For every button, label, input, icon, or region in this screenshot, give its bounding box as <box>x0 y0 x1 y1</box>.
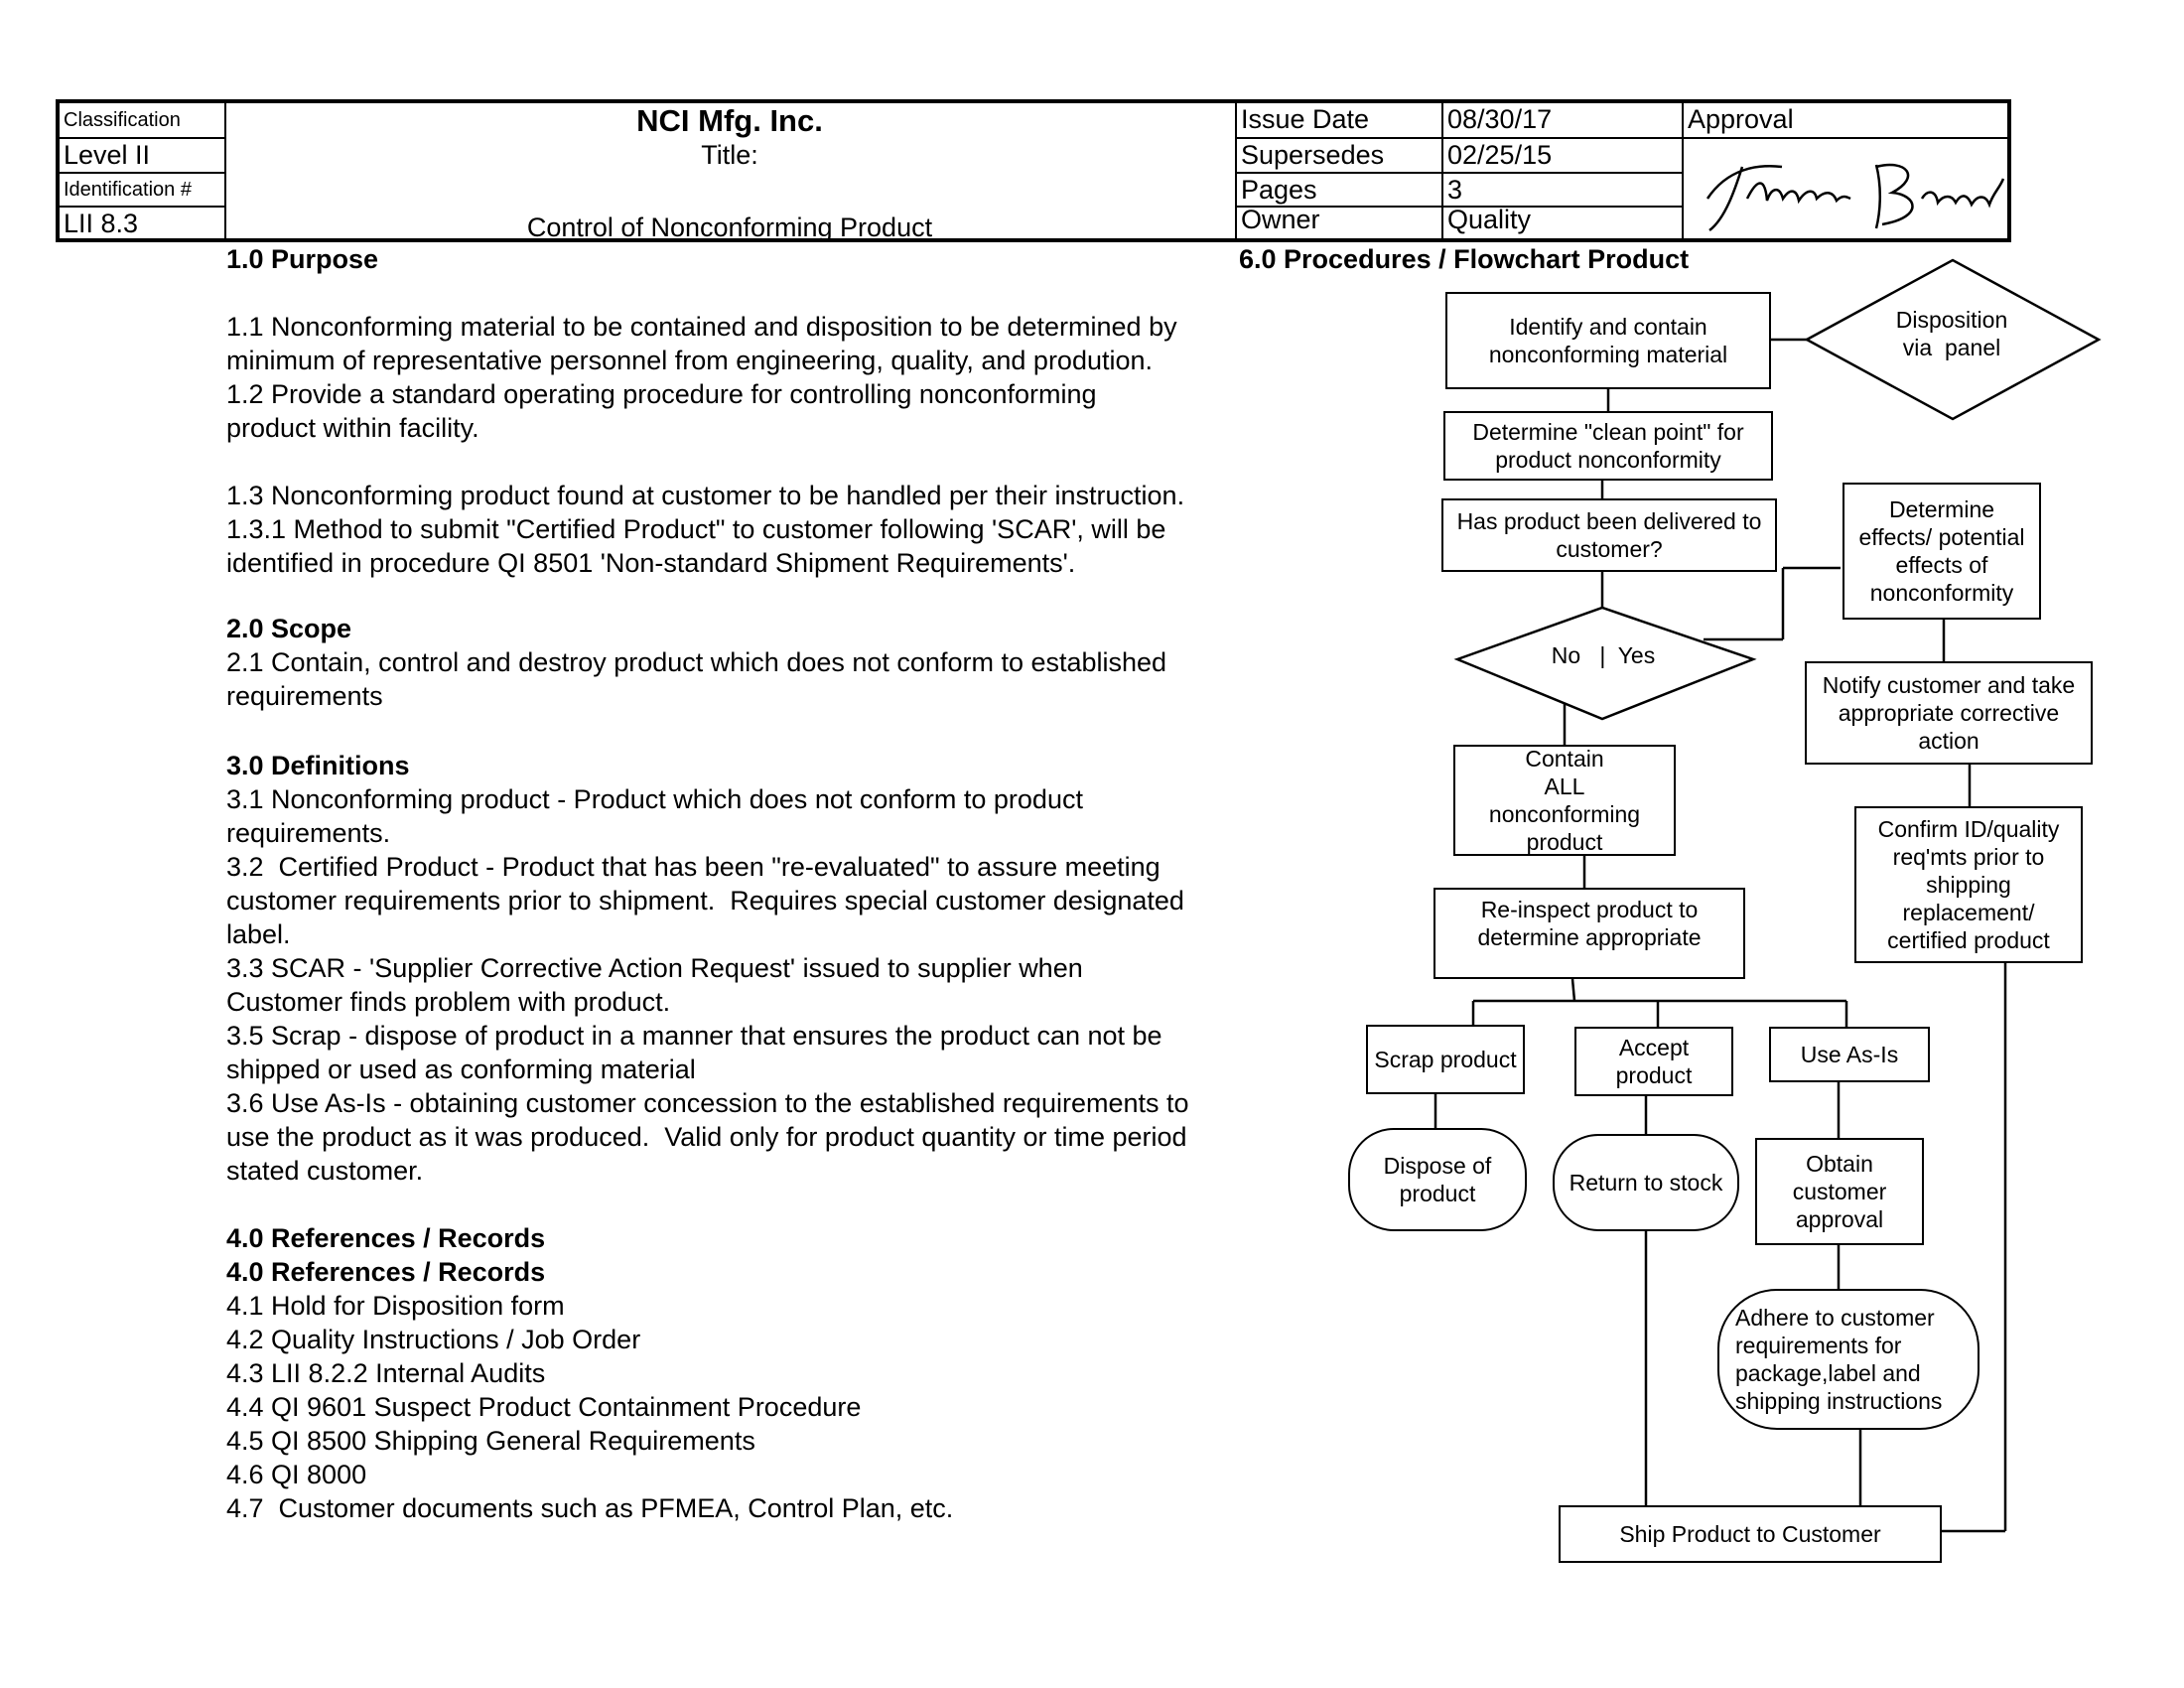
owner-label: Owner <box>1241 205 1320 234</box>
clean-point-box: Determine "clean point" for product nonc… <box>1443 411 1773 481</box>
disposition-diamond: Disposition via panel <box>1895 307 2008 360</box>
notify-customer-box: Notify customer and take appropriate cor… <box>1805 661 2093 765</box>
def-3-2-line3: label. <box>226 919 291 949</box>
reference-4-2: 4.2 Quality Instructions / Job Order <box>226 1325 641 1354</box>
purpose-1-1-line2: minimum of representative personnel from… <box>226 346 1154 375</box>
classification-label: Classification <box>64 109 181 131</box>
purpose-1-2-line2: product within facility. <box>226 413 479 443</box>
no-yes-decision: No | Yes <box>1551 642 1656 668</box>
supersedes-label: Supersedes <box>1241 140 1385 170</box>
reference-4-3: 4.3 LII 8.2.2 Internal Audits <box>226 1358 546 1388</box>
return-to-stock-terminal: Return to stock <box>1553 1134 1739 1231</box>
purpose-1-1-line1: 1.1 Nonconforming material to be contain… <box>226 312 1177 342</box>
reference-4-4: 4.4 QI 9601 Suspect Product Containment … <box>226 1392 862 1422</box>
def-3-6-line3: stated customer. <box>226 1156 424 1186</box>
header-divider <box>1235 206 1682 208</box>
dispose-product-terminal: Dispose of product <box>1348 1128 1527 1231</box>
definitions-heading: 3.0 Definitions <box>226 751 410 780</box>
def-3-3-line2: Customer finds problem with product. <box>226 987 671 1017</box>
header-divider <box>60 137 224 139</box>
ship-product-box: Ship Product to Customer <box>1559 1505 1942 1563</box>
def-3-5-line2: shipped or used as conforming material <box>226 1055 696 1084</box>
determine-effects-box: Determine effects/ potential effects of … <box>1843 483 2041 620</box>
header-divider <box>1235 137 2007 139</box>
scope-2-1-line1: 2.1 Contain, control and destroy product… <box>226 647 1167 677</box>
header-divider <box>1235 172 1682 174</box>
def-3-3-line1: 3.3 SCAR - 'Supplier Corrective Action R… <box>226 953 1083 983</box>
scope-heading: 2.0 Scope <box>226 614 352 643</box>
adhere-requirements-terminal: Adhere to customer requirements for pack… <box>1717 1289 1979 1430</box>
def-3-1-line2: requirements. <box>226 818 391 848</box>
def-3-6-line1: 3.6 Use As-Is - obtaining customer conce… <box>226 1088 1189 1118</box>
owner-value: Quality <box>1447 205 1532 234</box>
header-divider <box>224 103 226 238</box>
purpose-1-3-1-line1: 1.3.1 Method to submit "Certified Produc… <box>226 514 1166 544</box>
scrap-product-box: Scrap product <box>1366 1025 1525 1094</box>
company-name: NCI Mfg. Inc. <box>636 103 823 138</box>
reference-4-6: 4.6 QI 8000 <box>226 1460 367 1489</box>
pages-value: 3 <box>1447 175 1463 205</box>
def-3-1-line1: 3.1 Nonconforming product - Product whic… <box>226 784 1083 814</box>
header-divider <box>60 206 224 208</box>
def-3-5-line1: 3.5 Scrap - dispose of product in a mann… <box>226 1021 1162 1051</box>
obtain-approval-box: Obtain customer approval <box>1755 1138 1924 1245</box>
reference-4-7: 4.7 Customer documents such as PFMEA, Co… <box>226 1493 954 1523</box>
def-3-2-line1: 3.2 Certified Product - Product that has… <box>226 852 1160 882</box>
purpose-heading: 1.0 Purpose <box>226 244 379 274</box>
reference-4-1: 4.1 Hold for Disposition form <box>226 1291 565 1321</box>
approval-signature <box>1706 163 2005 231</box>
pages-label: Pages <box>1241 175 1317 205</box>
delivered-question-box: Has product been delivered to customer? <box>1441 498 1777 572</box>
reference-4-5: 4.5 QI 8500 Shipping General Requirement… <box>226 1426 755 1456</box>
confirm-quality-box: Confirm ID/quality req'mts prior to ship… <box>1854 806 2083 963</box>
header-divider <box>1441 103 1443 238</box>
identification-label: Identification # <box>64 179 192 201</box>
contain-all-box: Contain ALL nonconforming product <box>1453 745 1676 856</box>
issue-date-value: 08/30/17 <box>1447 104 1553 134</box>
def-3-2-line2: customer requirements prior to shipment.… <box>226 886 1184 915</box>
level-value: Level II <box>64 140 151 170</box>
issue-date-label: Issue Date <box>1241 104 1370 134</box>
header-divider <box>60 172 224 174</box>
purpose-1-3-1-line2: identified in procedure QI 8501 'Non-sta… <box>226 548 1076 578</box>
references-heading: 4.0 References / Records <box>226 1223 546 1253</box>
scope-2-1-line2: requirements <box>226 681 383 711</box>
identification-value: LII 8.3 <box>64 209 139 238</box>
reinspect-box: Re-inspect product to determine appropri… <box>1433 888 1745 979</box>
purpose-1-2-line1: 1.2 Provide a standard operating procedu… <box>226 379 1097 409</box>
def-3-6-line2: use the product as it was produced. Vali… <box>226 1122 1187 1152</box>
header-divider <box>1235 103 1237 238</box>
title-label: Title: <box>701 140 758 170</box>
purpose-1-3: 1.3 Nonconforming product found at custo… <box>226 481 1185 510</box>
flowchart-title: 6.0 Procedures / Flowchart Product <box>1239 244 1690 274</box>
header-divider <box>1682 103 1684 238</box>
identify-contain-box: Identify and contain nonconforming mater… <box>1445 292 1771 389</box>
document-header: Classification NCI Mfg. Inc. Issue Date … <box>56 99 2011 242</box>
supersedes-value: 02/25/15 <box>1447 140 1553 170</box>
approval-label: Approval <box>1688 104 1794 134</box>
use-as-is-box: Use As-Is <box>1769 1027 1930 1082</box>
accept-product-box: Accept product <box>1574 1027 1733 1096</box>
document-title: Control of Nonconforming Product <box>526 212 933 242</box>
references-heading-repeat: 4.0 References / Records <box>226 1257 546 1287</box>
